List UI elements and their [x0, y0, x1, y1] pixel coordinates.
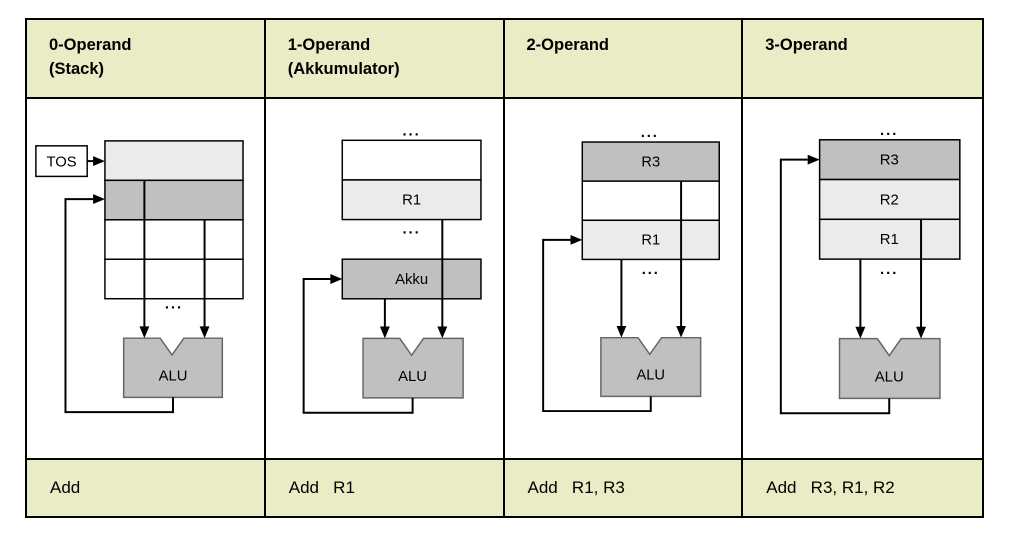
ellipsis: ...	[880, 123, 898, 139]
alu-shape	[599, 336, 701, 398]
header-label: 2-Operand	[526, 36, 610, 54]
column-header-0-operand: 0-Operand (Stack)	[27, 20, 266, 99]
ellipsis: ...	[640, 125, 658, 141]
operand-architecture-table: 0-Operand (Stack) 1-Operand (Akkumulator…	[25, 18, 984, 518]
column-header-2-operand: 2-Operand	[504, 20, 744, 99]
diagram-0-operand: TOS ... ALU	[27, 99, 266, 460]
register-cell-r3	[819, 139, 961, 181]
tos-box	[35, 145, 88, 178]
diagram-2-operand: ... R3 R1 ... ALU	[504, 99, 744, 460]
arrow-head	[330, 274, 343, 284]
alu-label: ALU	[636, 368, 665, 384]
alu-label: ALU	[875, 369, 904, 385]
diagram-3-operand: ... R3 R2 R1 ... ALU	[743, 99, 982, 460]
instruction-2-operand: Add R1, R3	[504, 460, 744, 516]
register-diagram: ... R3 R1 ... ALU	[541, 125, 720, 413]
arrow-head	[855, 326, 866, 339]
arrow-head	[570, 234, 582, 245]
register-diagram: ... R3 R2 R1 ... ALU	[780, 123, 961, 415]
stack-cell-top	[104, 140, 244, 182]
instruction-1-operand: Add R1	[265, 460, 505, 516]
header-label: 3-Operand	[765, 36, 848, 54]
register-cell	[341, 139, 482, 181]
diagram-1-operand: ... R1 ... Akku ALU	[265, 99, 505, 460]
register-label-r1: R1	[402, 193, 421, 209]
alu-shape	[122, 337, 224, 399]
register-cell-r1	[581, 219, 720, 261]
arrow-head	[139, 326, 150, 339]
register-label-r1: R1	[880, 232, 899, 248]
stack-cell-second	[104, 179, 244, 221]
instruction-text: Add R3, R1, R2	[766, 478, 895, 497]
ellipsis: ...	[641, 262, 659, 278]
register-cell-r1	[341, 179, 482, 221]
arrow-head	[93, 194, 105, 205]
register-cell-akku	[341, 258, 482, 300]
stack-diagram: TOS ... ALU	[35, 140, 244, 414]
register-label-r2: R2	[880, 192, 899, 208]
arrow-head	[437, 326, 448, 339]
result-feedback-wire	[64, 198, 174, 414]
result-feedback-wire	[541, 238, 652, 413]
stack-cell	[104, 219, 244, 261]
ellipsis: ...	[165, 297, 183, 313]
ellipsis: ...	[402, 123, 420, 139]
arrow-head	[616, 325, 626, 338]
column-header-1-operand: 1-Operand (Akkumulator)	[265, 20, 505, 99]
header-label: 0-Operand (Stack)	[49, 36, 132, 78]
register-label-akku: Akku	[395, 272, 428, 288]
tos-label: TOS	[46, 155, 76, 171]
register-cell-r2	[819, 178, 961, 221]
register-label-r3: R3	[641, 154, 660, 170]
register-label-r1: R1	[641, 233, 660, 249]
alu-label: ALU	[159, 369, 188, 385]
instruction-text: Add R1	[288, 478, 355, 497]
instruction-3-operand: Add R3, R1, R2	[743, 460, 982, 516]
stack-cell	[104, 258, 244, 300]
alu-label: ALU	[398, 369, 427, 385]
register-cell	[581, 180, 720, 222]
register-cell-r1	[819, 218, 961, 260]
header-label: 1-Operand (Akkumulator)	[287, 36, 400, 78]
register-label-r3: R3	[880, 153, 899, 169]
column-header-3-operand: 3-Operand	[743, 20, 982, 99]
alu-shape	[362, 337, 464, 399]
arrow-head	[916, 326, 927, 339]
register-cell-r3	[581, 141, 720, 182]
arrow-head	[675, 325, 686, 338]
result-feedback-wire	[780, 158, 891, 415]
accumulator-diagram: ... R1 ... Akku ALU	[302, 123, 482, 414]
instruction-0-operand: Add	[27, 460, 266, 516]
tos-arrow-head	[93, 156, 105, 167]
result-feedback-wire	[302, 278, 414, 414]
arrow-head	[807, 154, 820, 165]
arrow-head	[379, 326, 390, 339]
ellipsis: ...	[402, 221, 420, 237]
arrow-head	[199, 326, 210, 339]
alu-shape	[839, 337, 941, 400]
instruction-text: Add R1, R3	[527, 478, 625, 497]
ellipsis: ...	[880, 262, 898, 278]
instruction-text: Add	[50, 478, 81, 497]
